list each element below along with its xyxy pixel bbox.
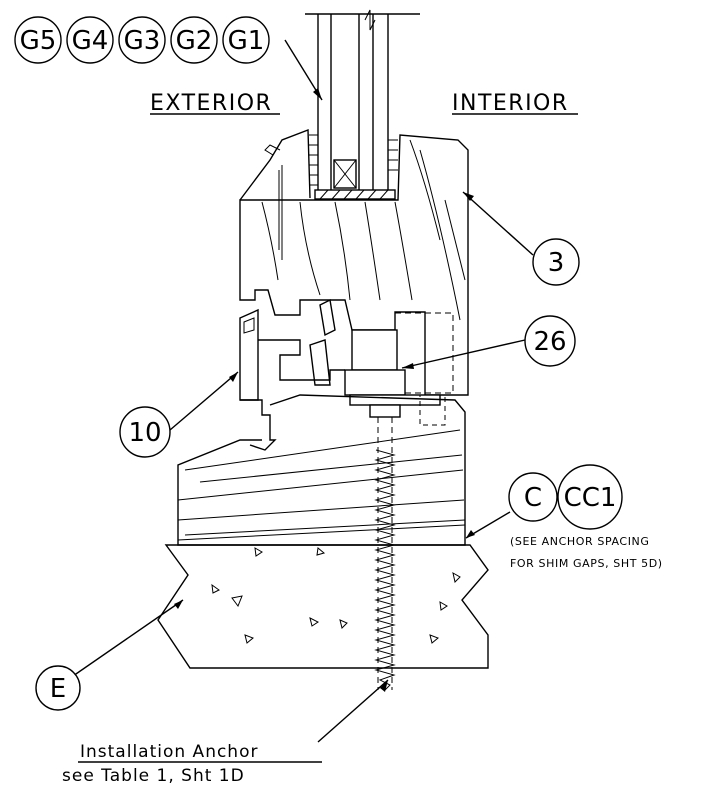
callout-circle-26 [524, 315, 576, 367]
callout-g4: G4 [72, 26, 109, 56]
callout-c: C [524, 483, 542, 513]
callout-circle-c [508, 472, 558, 522]
callout-cc1: CC1 [564, 483, 617, 513]
callout-circle-3 [532, 238, 580, 286]
shim-note-line-1: (SEE ANCHOR SPACING [510, 535, 650, 548]
exterior-label: EXTERIOR [150, 91, 272, 116]
concrete-substrate [157, 544, 489, 669]
callout-e: E [50, 674, 66, 704]
interior-label: INTERIOR [452, 91, 569, 116]
callout-g2: G2 [176, 26, 213, 56]
callout-circle-e [35, 665, 81, 711]
leader-lines [59, 39, 534, 743]
callout-g3: G3 [124, 26, 161, 56]
shim-note-line-2: FOR SHIM GAPS, SHT 5D) [510, 557, 663, 570]
callout-26: 26 [533, 327, 566, 357]
callout-circle-10 [119, 406, 171, 458]
callout-3: 3 [548, 248, 565, 278]
callout-g1: G1 [228, 26, 265, 56]
callout-10: 10 [128, 418, 161, 448]
leader-arrowheads [174, 88, 475, 692]
wood-buck-shim [177, 394, 466, 546]
glazing-unit [305, 9, 420, 200]
callout-g5: G5 [20, 26, 57, 56]
anchor-note-line-1: Installation Anchor [80, 742, 258, 762]
anchor-note-line-2: see Table 1, Sht 1D [62, 766, 245, 786]
callout-circle-cc1 [557, 464, 623, 530]
installation-anchor-screw [374, 417, 396, 691]
sill-extrusion [239, 298, 446, 451]
glazing-callouts: G5 G4 G3 G2 G1 [14, 16, 270, 64]
